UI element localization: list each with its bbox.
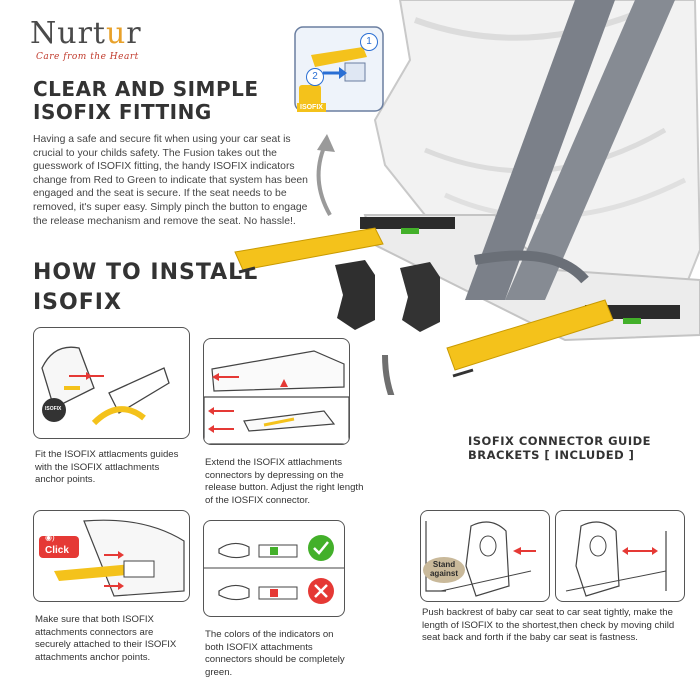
brand-logo: Nurtur [30, 16, 142, 51]
howto-title: HOW TO INSTALL ISOFIX [33, 260, 259, 315]
step-1-text: Fit the ISOFIX attlacments guides with t… [35, 449, 179, 486]
stand-against-label: Stand against [423, 557, 465, 583]
brackets-title: ISOFIX CONNECTOR GUIDE BRACKETS [ INCLUD… [468, 434, 652, 462]
hero-body: Having a safe and secure fit when using … [33, 134, 308, 227]
push-step-image-2 [555, 510, 685, 602]
step-number-2: 2 [306, 68, 324, 86]
step-number-1: 1 [360, 33, 378, 51]
step-4-text: The colors of the indicators on both ISO… [205, 629, 345, 678]
isofix-inset-detail [294, 26, 384, 112]
click-label: Click [45, 545, 69, 556]
sound-wave-icon: ◉) [45, 533, 55, 542]
step-4-image [203, 520, 345, 617]
step-1-image [33, 327, 190, 439]
push-step-image-1 [420, 510, 550, 602]
step-3-text: Make sure that both ISOFIX attachments c… [35, 614, 177, 663]
step-1-isofix-badge: ISOFIX [45, 406, 62, 412]
click-badge [39, 536, 79, 558]
hero-title: CLEAR AND SIMPLE ISOFIX FITTING [33, 77, 259, 124]
brand-tagline: Care from the Heart [36, 52, 139, 62]
step-2-text: Extend the ISOFIX attlachments connector… [205, 457, 364, 506]
push-step-text: Push backrest of baby car seat to car se… [422, 607, 675, 644]
isofix-badge-inset: ISOFIX [297, 103, 326, 112]
car-seat-illustration [234, 0, 700, 395]
step-2-image [203, 338, 350, 445]
